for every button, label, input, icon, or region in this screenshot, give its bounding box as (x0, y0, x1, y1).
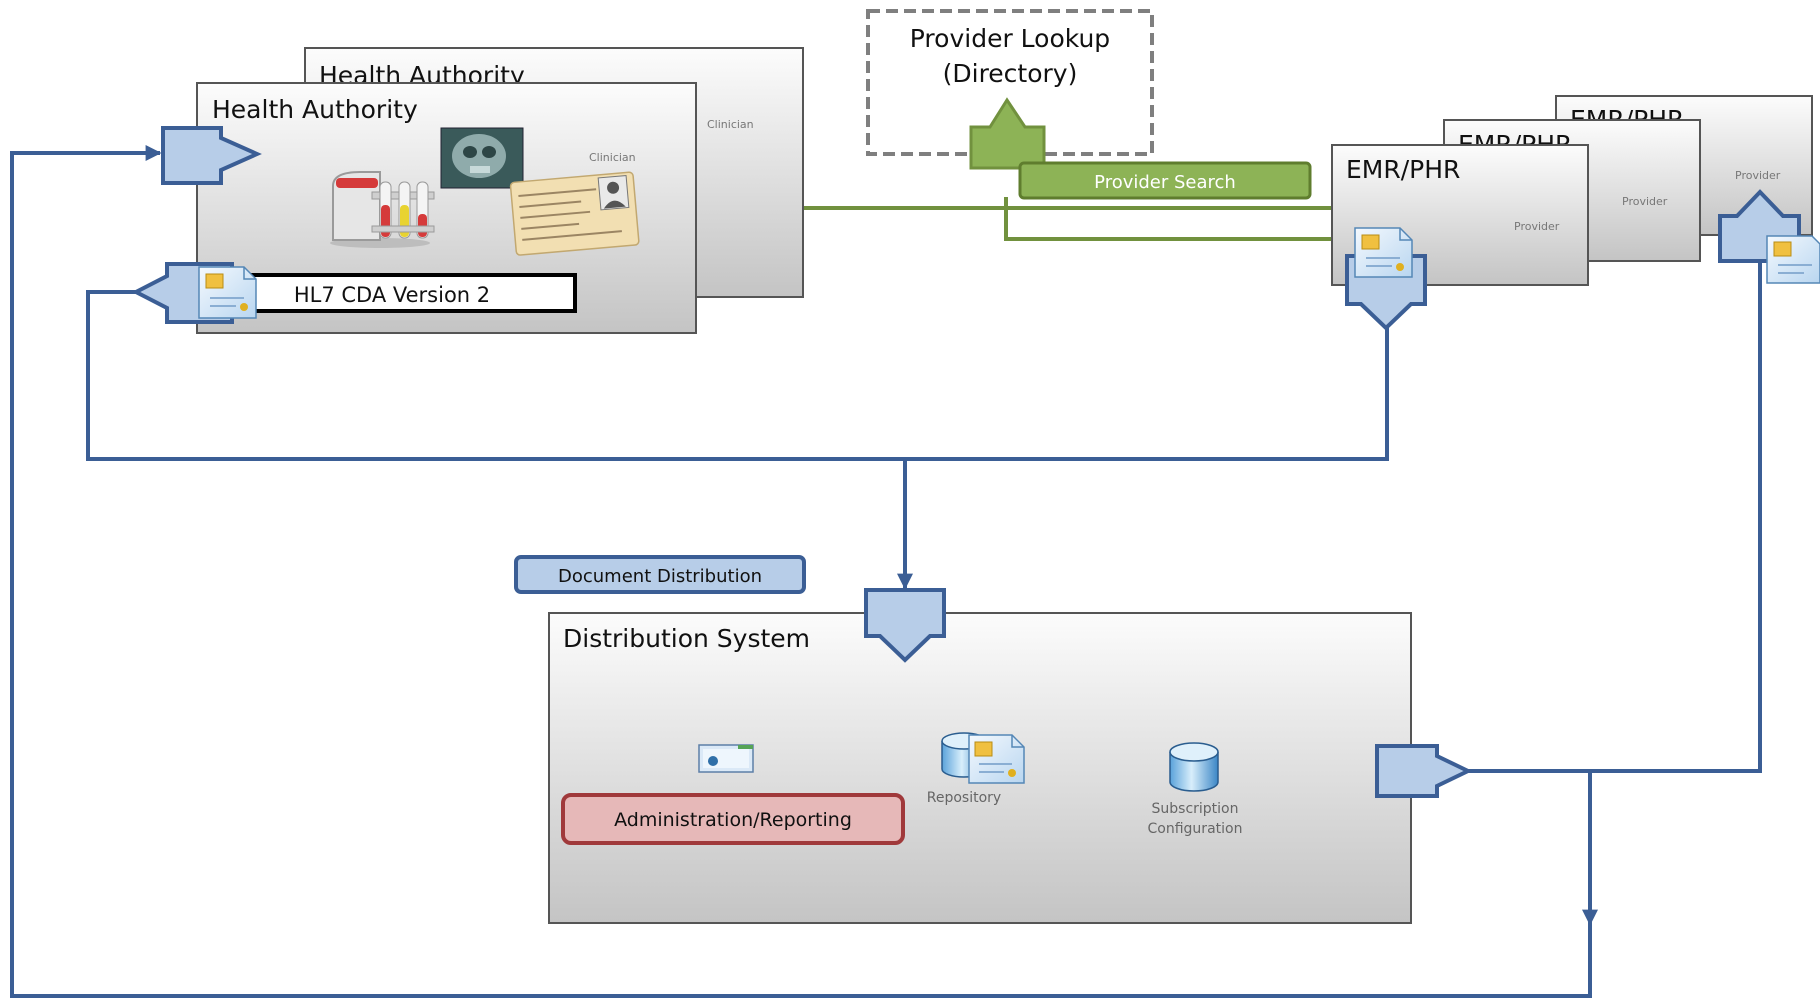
health-authority-document-icon (198, 266, 257, 319)
emr-document-icon (1354, 227, 1413, 278)
line-outbound-to-emr (1468, 262, 1762, 773)
document-distribution-tag: Document Distribution (514, 555, 806, 594)
emr-back-document-icon (1766, 235, 1820, 284)
provider-lookup-title: Provider Lookup (910, 24, 1110, 53)
provider-lookup-subtitle: (Directory) (943, 59, 1078, 88)
patient-id-card-icon (509, 171, 640, 256)
document-distribution-label: Document Distribution (558, 566, 762, 587)
subscription-database-icon (1169, 742, 1219, 792)
provider-search-label: Provider Search (1094, 172, 1236, 193)
health-authority-role: Clinician (589, 151, 636, 164)
provider-lookup-connector-icon (969, 97, 1046, 170)
emr-phr-back-role: Provider (1735, 169, 1781, 182)
repository-document-icon (968, 734, 1025, 784)
administration-reporting-label: Administration/Reporting (614, 809, 852, 831)
hl7-cda-tag: HL7 CDA Version 2 (251, 273, 577, 313)
admin-console-icon (698, 744, 754, 773)
lab-tubes-icon (330, 171, 435, 248)
emr-phr-mid-role: Provider (1622, 195, 1668, 208)
distribution-system-title: Distribution System (563, 624, 810, 653)
xray-skull-icon (440, 127, 524, 189)
repository-label: Repository (927, 790, 1001, 806)
administration-reporting-tag: Administration/Reporting (561, 793, 905, 845)
subscription-label-line1: Subscription (1152, 801, 1239, 817)
line-emr-to-provider-search (1004, 197, 1335, 241)
health-authority-inbound-connector-icon (161, 126, 262, 185)
provider-search-tag: Provider Search (1018, 161, 1312, 200)
health-authority-title: Health Authority (212, 95, 418, 124)
distribution-system-card: Distribution System Administration/Repor… (548, 612, 1412, 924)
health-authority-back-role: Clinician (707, 118, 754, 131)
emr-phr-role: Provider (1514, 220, 1560, 233)
line-health-authority-to-bus (86, 290, 1389, 461)
emr-phr-title: EMR/PHR (1346, 155, 1460, 184)
hl7-cda-label: HL7 CDA Version 2 (294, 283, 490, 307)
distribution-inbound-connector-icon (864, 588, 946, 663)
subscription-label-line2: Configuration (1148, 821, 1243, 837)
distribution-outbound-connector-icon (1375, 744, 1473, 798)
